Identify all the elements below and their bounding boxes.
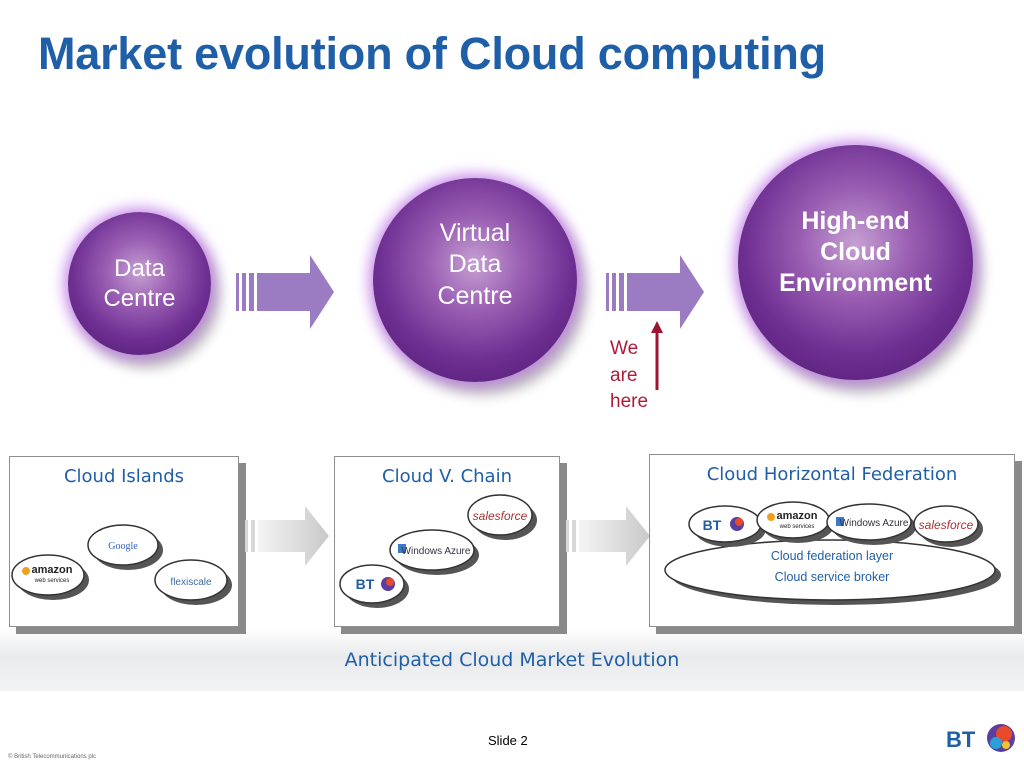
purple-arrow-icon bbox=[236, 255, 334, 329]
amazon-cloud-icon: amazon web services bbox=[11, 554, 89, 600]
federation-layer-label: Cloud federation layer bbox=[770, 549, 894, 563]
bt-cloud-icon: BT bbox=[688, 505, 766, 547]
cloud-label: Windows Azure bbox=[840, 518, 909, 529]
salesforce-cloud-icon: salesforce bbox=[913, 505, 983, 547]
cloud-label: amazon bbox=[32, 564, 73, 576]
windows-azure-cloud-icon: Windows Azure bbox=[826, 503, 916, 545]
panel-cloud-islands: Cloud Islands Google amazon web services… bbox=[9, 456, 239, 627]
stage-high-end-cloud: High-end Cloud Environment bbox=[738, 145, 973, 380]
federation-diagram: BT amazon web services Windows Azure sal… bbox=[664, 501, 1001, 605]
panel-title: Cloud V. Chain bbox=[382, 466, 512, 487]
cloud-label: BT bbox=[703, 517, 722, 533]
evolution-caption: Anticipated Cloud Market Evolution bbox=[344, 649, 680, 671]
copyright-text: © British Telecommunications plc bbox=[8, 754, 97, 760]
federation-layer-cloud-icon bbox=[664, 539, 1001, 605]
cloud-label: web services bbox=[34, 578, 70, 584]
panel-title: Cloud Horizontal Federation bbox=[706, 464, 958, 485]
cloud-label: web services bbox=[779, 524, 815, 530]
stage-label-line: Environment bbox=[779, 269, 932, 298]
cloud-label: flexiscale bbox=[170, 577, 212, 588]
stage-label-line: Centre bbox=[437, 281, 513, 310]
cloud-label: Google bbox=[108, 541, 138, 552]
service-broker-label: Cloud service broker bbox=[774, 570, 890, 584]
grey-arrow-icon bbox=[566, 506, 650, 566]
stage-label-line: Virtual bbox=[439, 219, 511, 248]
cloud-islands-diagram: Google amazon web services flexiscale bbox=[11, 524, 232, 605]
bt-logo-icon: BT bbox=[946, 724, 1015, 752]
cloud-label: Windows Azure bbox=[402, 546, 471, 557]
amazon-cloud-icon: amazon web services bbox=[756, 501, 834, 543]
stage-label-line: Data bbox=[448, 250, 502, 279]
cloud-label: salesforce bbox=[473, 509, 528, 523]
slide-title: Market evolution of Cloud computing bbox=[38, 28, 826, 79]
marker-line: are bbox=[610, 364, 638, 386]
grey-arrow-icon bbox=[245, 506, 329, 566]
cloud-label: BT bbox=[356, 576, 375, 592]
up-arrow-icon bbox=[651, 321, 663, 390]
stage-virtual-data-centre: Virtual Data Centre bbox=[373, 178, 577, 382]
logo-text: BT bbox=[946, 727, 976, 752]
stage-data-centre: Data Centre bbox=[68, 212, 211, 355]
marker-line: We bbox=[610, 338, 639, 359]
google-cloud-icon: Google bbox=[87, 524, 163, 570]
bt-cloud-icon: BT bbox=[339, 564, 409, 608]
cloud-label: amazon bbox=[777, 510, 818, 522]
stage-label-line: Data bbox=[114, 254, 165, 282]
purple-arrow-icon bbox=[606, 255, 704, 329]
panel-cloud-v-chain: Cloud V. Chain salesforce Windows Azure … bbox=[334, 456, 560, 627]
salesforce-cloud-icon: salesforce bbox=[467, 494, 537, 540]
stage-label-line: High-end bbox=[801, 206, 910, 235]
stage-label-line: Centre bbox=[103, 284, 176, 312]
panel-title: Cloud Islands bbox=[63, 466, 185, 487]
marker-line: here bbox=[610, 391, 649, 413]
cloud-label: salesforce bbox=[919, 518, 974, 532]
panel-cloud-horizontal-federation: Cloud Horizontal Federation BT amazon we… bbox=[649, 454, 1015, 627]
stage-label-line: Cloud bbox=[820, 237, 891, 266]
we-are-here-label: We are here bbox=[610, 336, 648, 416]
slide-number: Slide 2 bbox=[488, 733, 528, 748]
cloud-chain-diagram: salesforce Windows Azure BT bbox=[339, 494, 537, 608]
flexiscale-cloud-icon: flexiscale bbox=[154, 559, 232, 605]
windows-azure-cloud-icon: Windows Azure bbox=[389, 529, 479, 575]
